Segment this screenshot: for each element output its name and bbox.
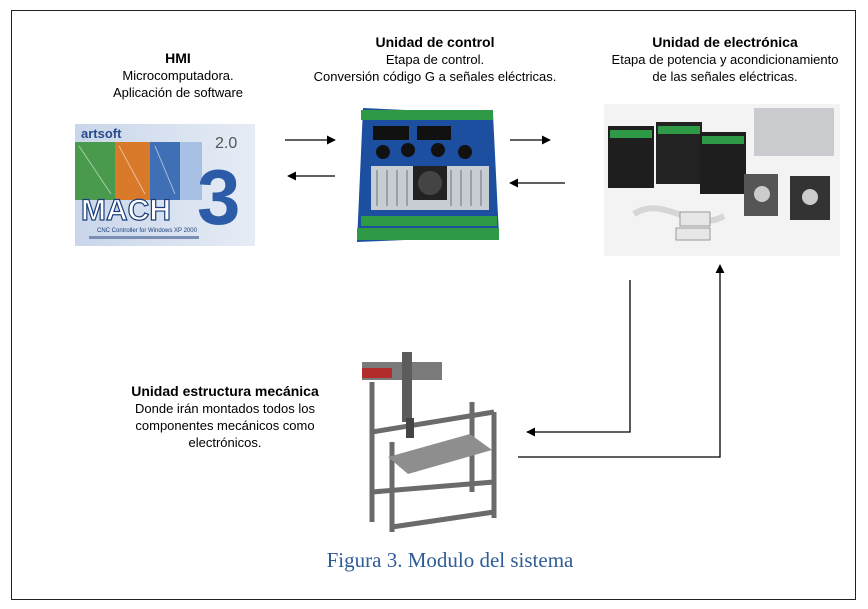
hmi-title: HMI [165, 50, 191, 66]
logo-number: 3 [197, 153, 240, 241]
electronics-line1: Etapa de potencia y acondicionamiento [611, 52, 839, 67]
structure-line3: electrónicos. [188, 435, 262, 450]
electronics-title: Unidad de electrónica [652, 34, 798, 50]
control-line1: Etapa de control. [385, 52, 485, 67]
control-label: Unidad de control Etapa de control. Conv… [290, 34, 580, 85]
control-line2: Conversión código G a señales eléctricas… [313, 69, 557, 84]
electronics-line2: de las señales eléctricas. [652, 69, 798, 84]
figure-caption: Figura 3. Modulo del sistema [326, 548, 574, 572]
logo-version: 2.0 [215, 135, 237, 152]
control-title: Unidad de control [375, 34, 495, 50]
electronics-label: Unidad de electrónica Etapa de potencia … [590, 34, 860, 85]
mach3-logo-image: artsoft 2.0 3 MACH CNC Controller for Wi… [75, 124, 255, 246]
hmi-line1: Microcomputadora. [122, 68, 234, 83]
control-board-image [353, 100, 503, 248]
arrow-electronics-to-structure [526, 280, 631, 437]
logo-sub: CNC Controller for Windows XP 2000 [97, 228, 198, 234]
cnc-structure-image [352, 322, 514, 538]
electronics-image [604, 104, 840, 256]
diagram-frame [11, 10, 856, 600]
structure-label: Unidad estructura mecánica Donde irán mo… [95, 383, 355, 451]
logo-text: MACH [81, 194, 171, 227]
structure-line2: componentes mecánicos como [135, 418, 315, 433]
arrow-structure-to-electronics [518, 264, 725, 458]
logo-brand: artsoft [81, 126, 122, 141]
hmi-label: HMI Microcomputadora. Aplicación de soft… [68, 50, 288, 101]
structure-title: Unidad estructura mecánica [131, 383, 319, 399]
structure-line1: Donde irán montados todos los [135, 401, 315, 416]
hmi-line2: Aplicación de software [112, 85, 244, 100]
